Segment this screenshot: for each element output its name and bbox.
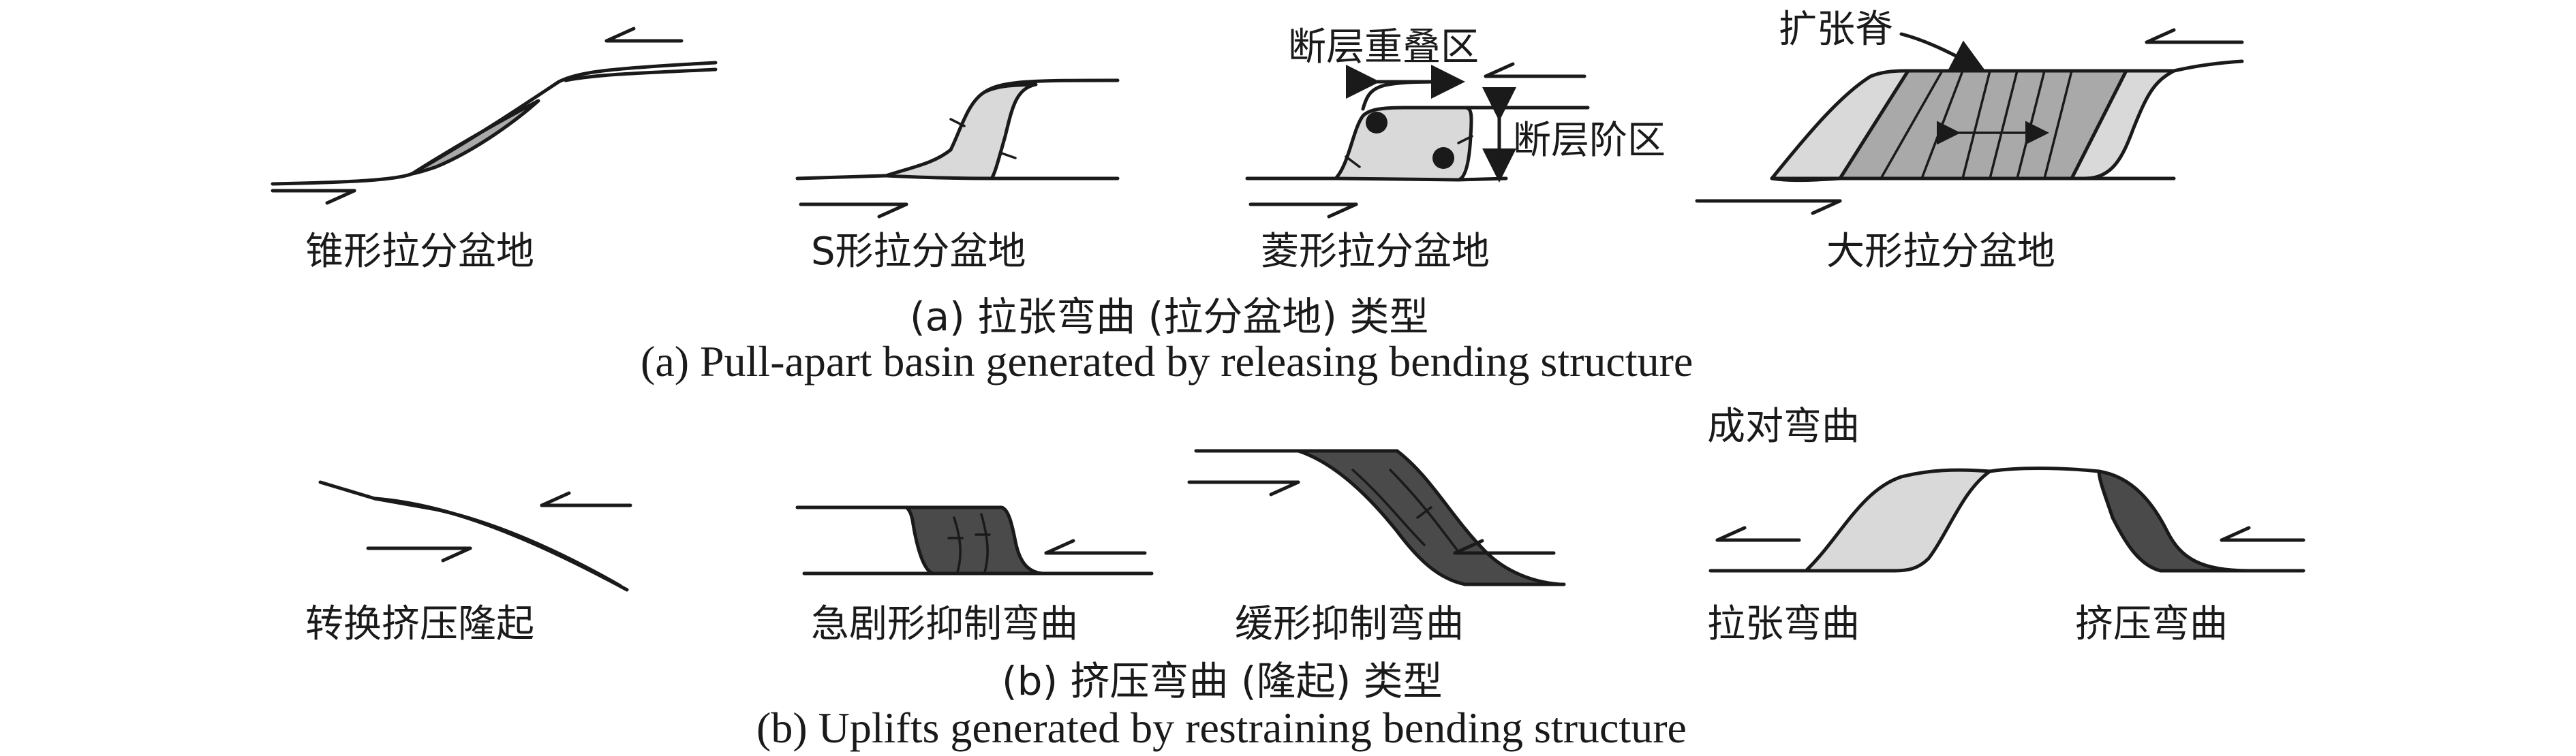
- caption-b-english: (b) Uplifts generated by restraining ben…: [756, 704, 1687, 752]
- s-shaped-pull-apart-basin-sketch: [795, 78, 1120, 219]
- large-pull-apart-basin-sketch: [1695, 28, 2244, 215]
- label-large-pull-apart-basin: 大形拉分盆地: [1826, 230, 2055, 274]
- paired-bend-sketch: [1708, 467, 2305, 573]
- transform-compressional-uplift-sketch: [318, 480, 632, 592]
- caption-a-chinese: (a) 拉张弯曲 (拉分盆地) 类型: [910, 294, 1428, 340]
- rhomboid-pull-apart-basin-sketch: [1245, 62, 1590, 219]
- label-rhomboid-pull-apart-basin: 菱形拉分盆地: [1261, 230, 1490, 274]
- label-restraining-bend: 挤压弯曲: [2075, 602, 2228, 646]
- label-transform-compressional-uplift: 转换挤压隆起: [305, 602, 534, 646]
- caption-b-chinese: (b) 挤压弯曲 (隆起) 类型: [1002, 658, 1443, 704]
- annotation-fault-step: 断层阶区: [1513, 119, 1666, 163]
- label-releasing-bend: 拉张弯曲: [1707, 602, 1860, 646]
- sharp-restraining-bend-sketch: [795, 505, 1154, 576]
- label-gentle-restraining-bend: 缓形抑制弯曲: [1235, 602, 1464, 646]
- label-sharp-restraining-bend: 急剧形抑制弯曲: [811, 602, 1078, 646]
- gentle-restraining-bend-sketch: [1187, 449, 1566, 586]
- label-cone-pull-apart-basin: 锥形拉分盆地: [305, 230, 534, 274]
- caption-a-english: (a) Pull-apart basin generated by releas…: [641, 337, 1693, 385]
- annotation-fault-overlap: 断层重叠区: [1288, 25, 1479, 69]
- label-s-shaped-pull-apart-basin: S形拉分盆地: [811, 230, 1026, 274]
- annotation-spreading-ridge: 扩张脊: [1779, 7, 1893, 52]
- annotation-paired-bend: 成对弯曲: [1707, 405, 1860, 449]
- cone-pull-apart-basin-sketch: [271, 27, 718, 205]
